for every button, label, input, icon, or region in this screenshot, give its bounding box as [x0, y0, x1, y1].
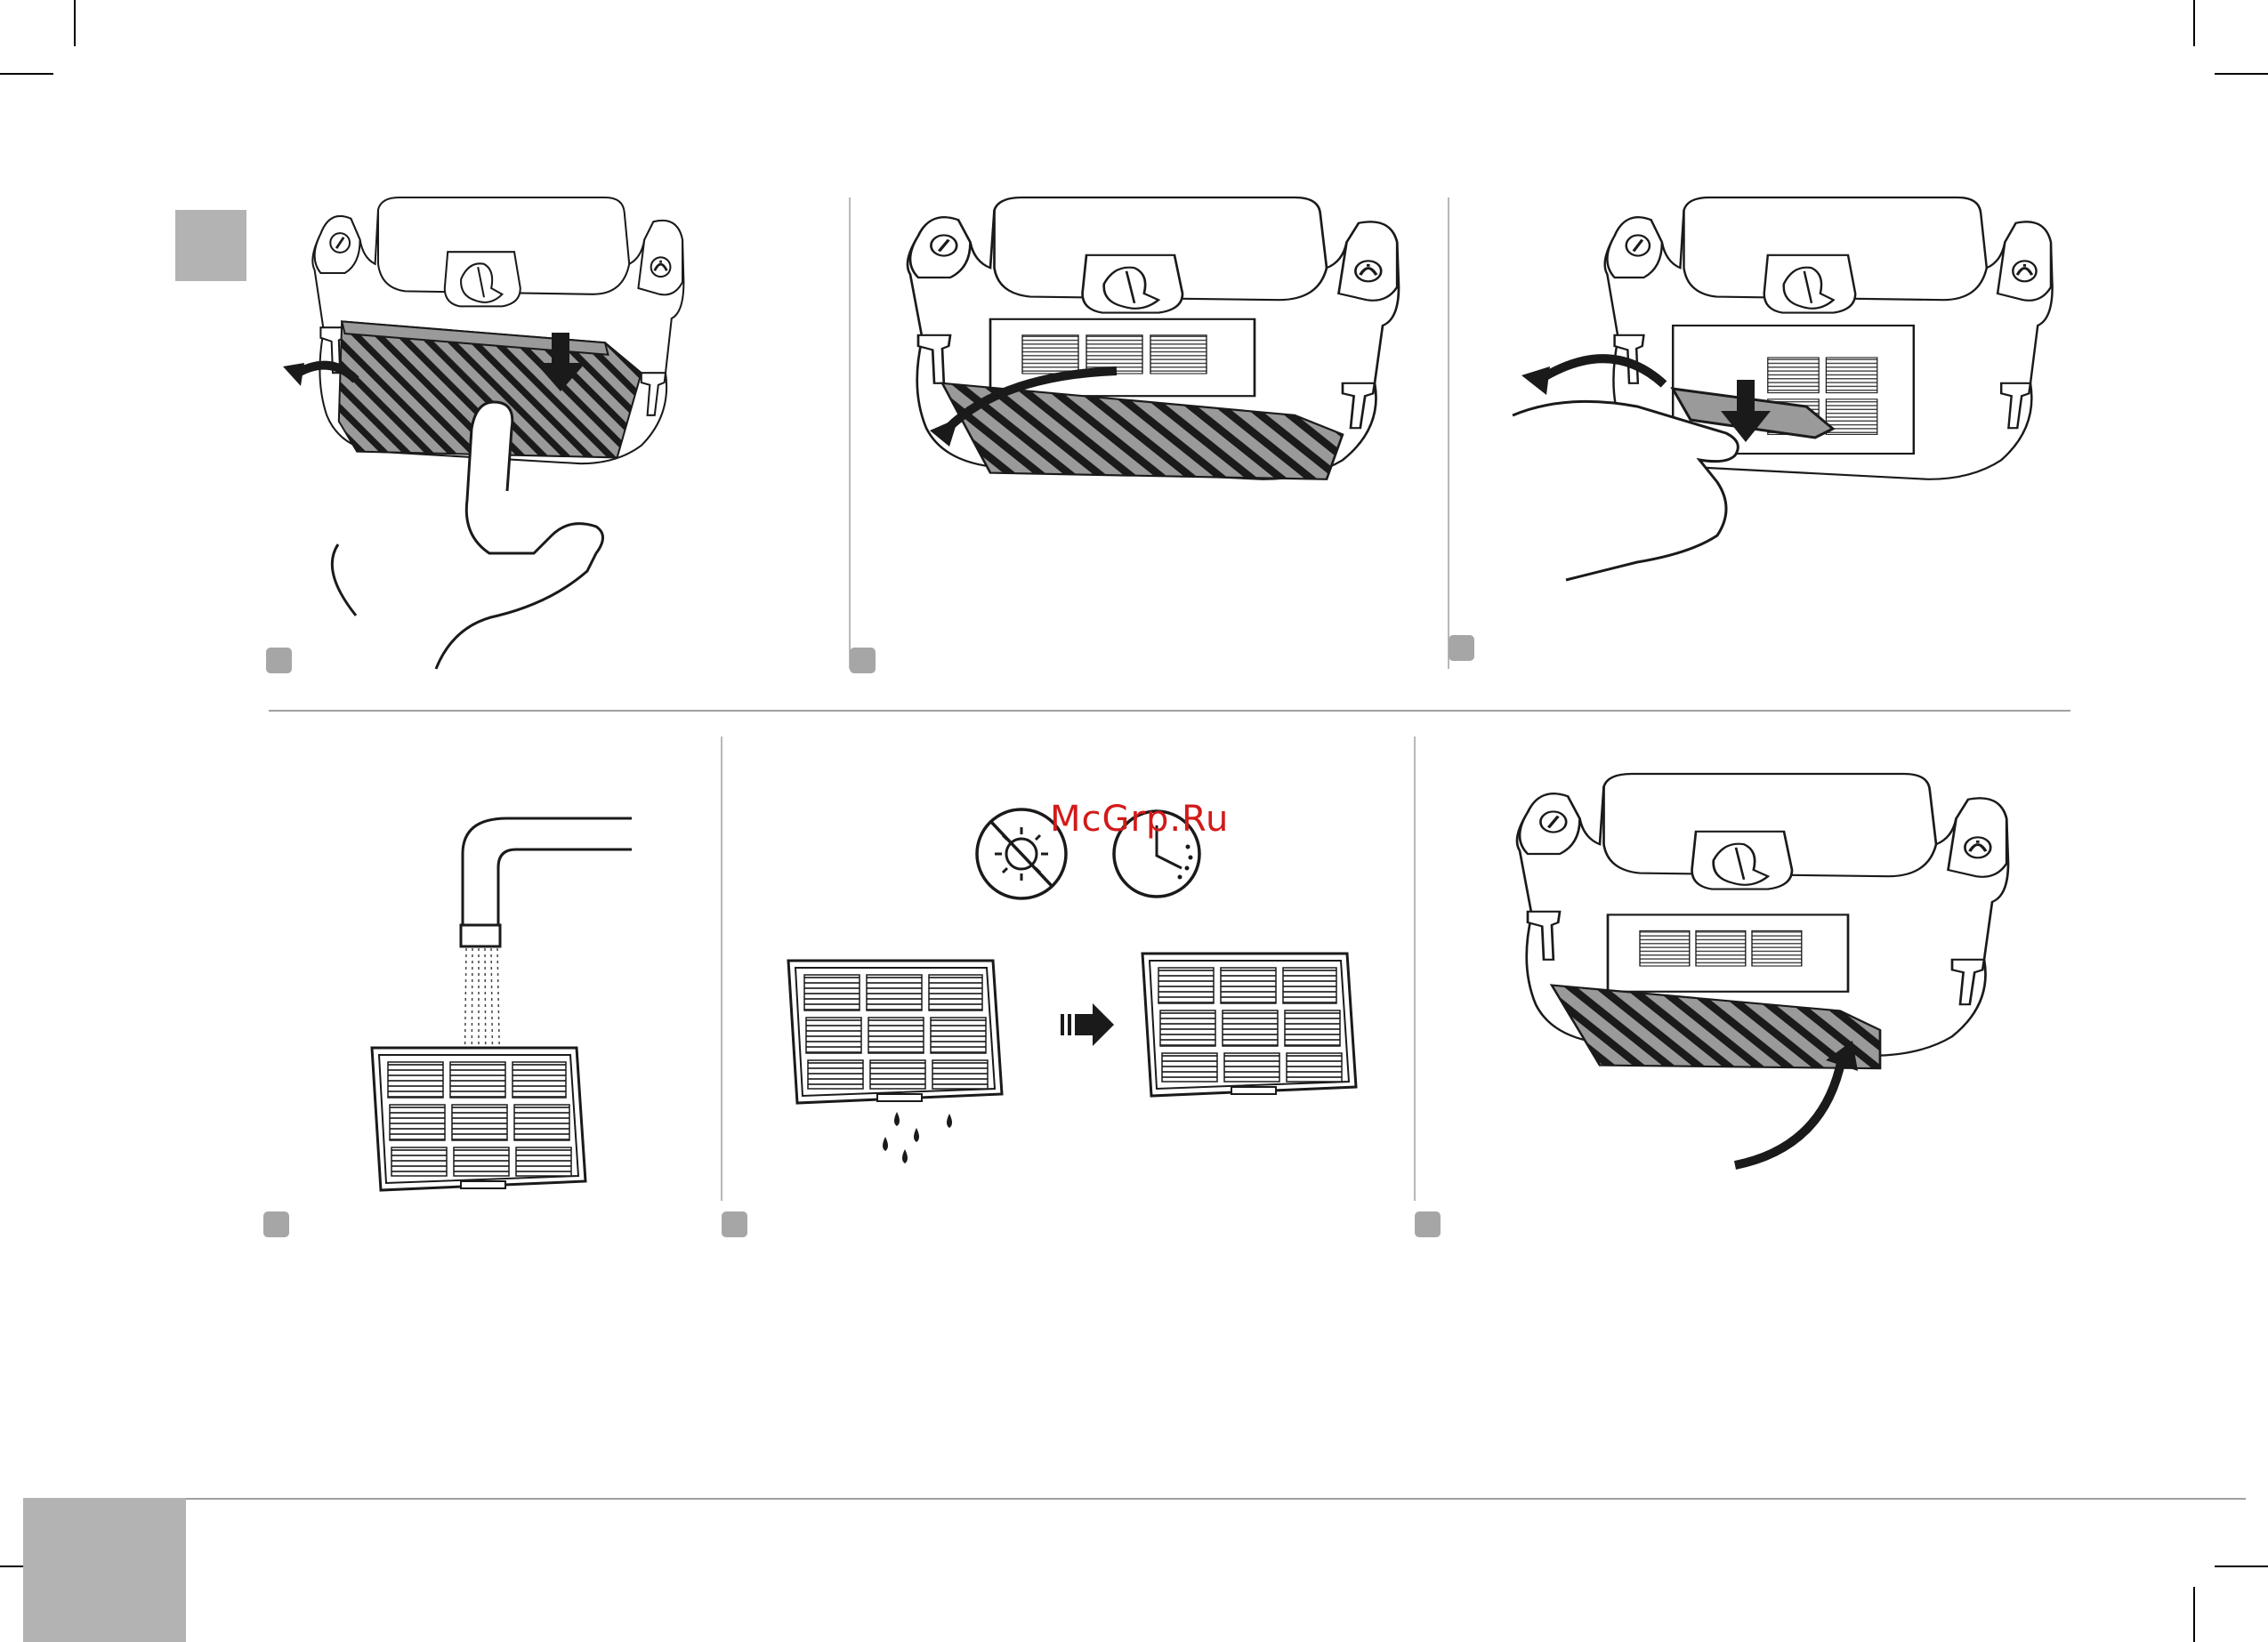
dry-illustration [783, 801, 1361, 1174]
language-tab [175, 210, 246, 281]
panel-step-6 [1504, 774, 2020, 1174]
crop-mark [74, 0, 76, 46]
step-badge-5 [722, 1211, 747, 1237]
step-badge-4 [263, 1211, 289, 1237]
panel-step-4 [356, 801, 658, 1219]
page-number-tab [23, 1498, 186, 1642]
column-divider [721, 736, 722, 1201]
column-divider [1414, 736, 1416, 1201]
curved-arrow-icon [1735, 1058, 1842, 1165]
row-divider [269, 710, 2070, 712]
crop-mark [2193, 1587, 2195, 1642]
step-badge-2 [850, 648, 876, 673]
right-arrow-icon [1061, 1003, 1114, 1046]
crop-mark [0, 73, 53, 75]
panel-step-3 [1513, 197, 2064, 616]
panel-step-2 [894, 197, 1410, 616]
panel-step-5: McGrp.Ru [783, 801, 1361, 1174]
step-badge-6 [1415, 1211, 1441, 1237]
crop-mark [2215, 73, 2268, 75]
vacuum-illustration [894, 197, 1410, 616]
crop-mark [2193, 0, 2195, 46]
step-badge-1 [266, 648, 292, 673]
step-badge-3 [1449, 635, 1474, 661]
hand-icon [1513, 401, 1738, 580]
column-divider [1448, 197, 1449, 669]
watermark: McGrp.Ru [1050, 799, 1229, 840]
vacuum-illustration [1504, 774, 2020, 1174]
vacuum-illustration [303, 197, 694, 669]
vacuum-illustration [1513, 197, 2064, 616]
column-divider [849, 197, 851, 669]
rinse-illustration [356, 801, 658, 1219]
crop-mark [2215, 1566, 2268, 1567]
panel-step-1 [303, 197, 694, 669]
tap-icon [463, 818, 632, 925]
water-drops-icon [883, 1112, 952, 1163]
footer-rule [186, 1498, 2246, 1500]
